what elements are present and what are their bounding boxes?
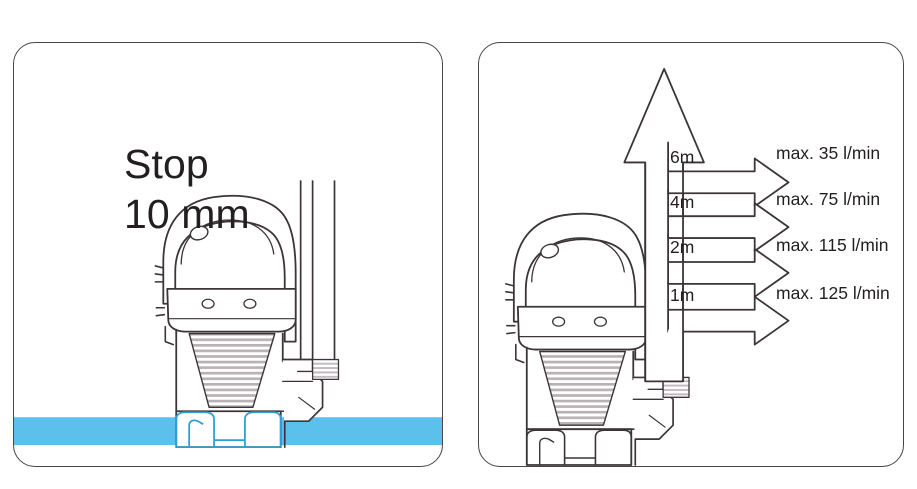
pump-body bbox=[505, 212, 690, 466]
flow-label-1m: max. 125 l/min bbox=[776, 283, 890, 303]
stop-level-notice: Stop 10 mm bbox=[124, 139, 250, 239]
right-panel-drawing bbox=[505, 67, 790, 466]
height-label-1m: 1m bbox=[670, 285, 695, 305]
height-label-4m: 4m bbox=[670, 192, 695, 212]
flow-branch-arrows bbox=[667, 141, 790, 380]
stop-line-1: Stop bbox=[124, 141, 209, 187]
riser-edge-overlay bbox=[644, 162, 684, 382]
branch-arrow-4m bbox=[667, 188, 790, 252]
pump-feet-submerged bbox=[175, 411, 282, 448]
height-label-6m: 6m bbox=[670, 147, 695, 167]
flow-label-4m: max. 75 l/min bbox=[776, 189, 881, 209]
pump-body bbox=[154, 194, 340, 448]
branch-arrow-1m bbox=[667, 280, 790, 346]
branch-arrow-6m bbox=[667, 141, 790, 208]
right-panel-flow-rates: 6m 4m 2m 1m max. 35 l/min max. 75 l/min … bbox=[478, 42, 904, 467]
left-panel-minimum-water-level: Stop 10 mm bbox=[13, 42, 443, 467]
height-label-2m: 2m bbox=[670, 237, 695, 257]
left-panel-drawing bbox=[14, 180, 442, 448]
branch-arrow-2m bbox=[667, 233, 790, 298]
stop-line-2: 10 mm bbox=[124, 191, 250, 238]
flow-label-2m: max. 115 l/min bbox=[776, 235, 889, 255]
flow-label-6m: max. 35 l/min bbox=[776, 143, 881, 163]
discharge-hose bbox=[299, 180, 336, 372]
